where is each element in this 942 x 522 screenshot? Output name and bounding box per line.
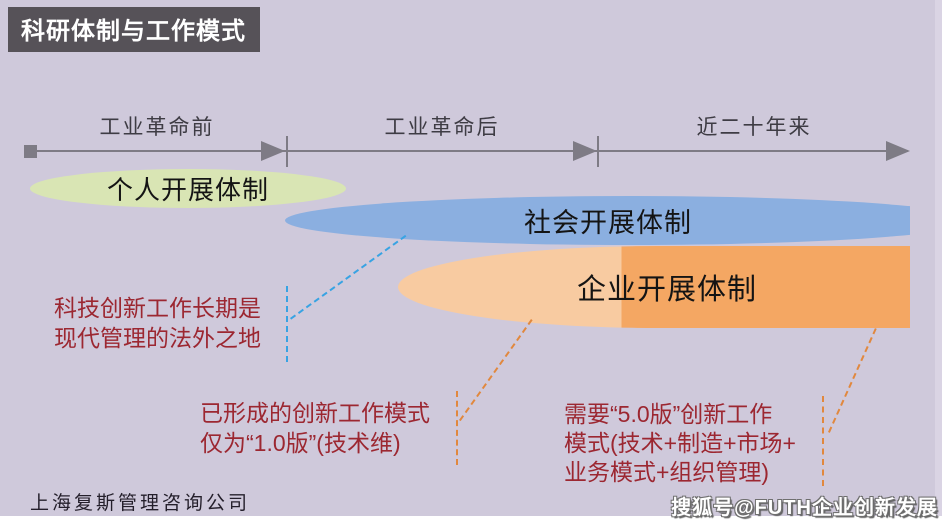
timeline-tick xyxy=(597,136,599,167)
ellipse-enterprise-system: 企业开展体制 xyxy=(398,246,910,328)
phase-label-pre-industrial: 工业革命前 xyxy=(99,116,215,139)
ellipse-personal-label: 个人开展体制 xyxy=(106,175,269,205)
annotation-left: 科技创新工作长期是 现代管理的法外之地 xyxy=(54,293,261,353)
ellipse-layer: 个人开展体制 社会开展体制 企业开展体制 xyxy=(30,169,910,328)
ellipse-social-system: 社会开展体制 xyxy=(285,196,910,245)
annotation-right-line1: 需要“5.0版”创新工作 xyxy=(564,401,773,427)
page-title: 科研体制与工作模式 xyxy=(8,7,260,52)
phase-label-post-industrial: 工业革命后 xyxy=(384,116,500,139)
annotation-left-line1: 科技创新工作长期是 xyxy=(54,295,261,321)
annotation-right-line3: 业务模式+组织管理) xyxy=(564,459,770,485)
sohu-watermark: 搜狐号@FUTH企业创新发展 xyxy=(671,497,938,519)
ellipse-personal-system: 个人开展体制 xyxy=(30,169,346,208)
timeline-tick xyxy=(286,136,288,167)
bottom-edge-strip xyxy=(0,516,942,522)
annotation-middle-line2: 仅为“1.0版”(技术维) xyxy=(200,430,401,456)
arrowhead-icon xyxy=(261,141,285,161)
dashed-connector-orange-vertical-mid xyxy=(456,391,458,465)
phase-label-recent-20-years: 近二十年来 xyxy=(696,116,812,139)
ellipse-social-label: 社会开展体制 xyxy=(524,208,692,238)
dashed-connector-blue-vertical xyxy=(286,286,288,362)
ellipse-enterprise-label: 企业开展体制 xyxy=(576,274,757,306)
timeline-axis xyxy=(30,150,908,152)
right-edge-strip xyxy=(935,0,942,522)
arrowhead-icon xyxy=(886,141,910,161)
annotation-middle: 已形成的创新工作模式 仅为“1.0版”(技术维) xyxy=(200,398,430,458)
annotation-middle-line1: 已形成的创新工作模式 xyxy=(200,400,430,426)
company-name: 上海复斯管理咨询公司 xyxy=(30,493,251,514)
dashed-connector-orange-vertical-right xyxy=(822,396,824,486)
annotation-right: 需要“5.0版”创新工作 模式(技术+制造+市场+ 业务模式+组织管理) xyxy=(564,400,796,487)
annotation-right-line2: 模式(技术+制造+市场+ xyxy=(564,430,796,456)
annotation-left-line2: 现代管理的法外之地 xyxy=(54,325,261,351)
timeline-start-square-icon xyxy=(24,145,37,158)
arrowhead-icon xyxy=(573,141,597,161)
